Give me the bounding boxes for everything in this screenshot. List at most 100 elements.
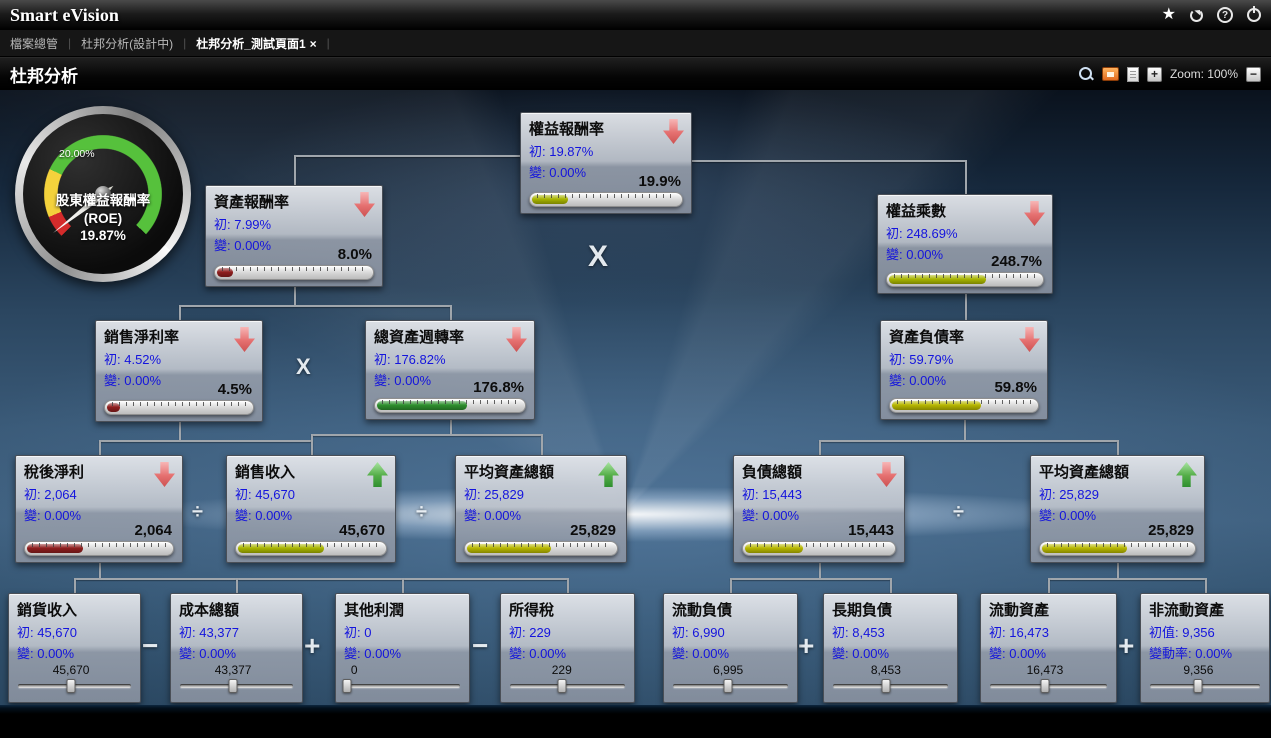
node-equity-multiplier[interactable]: 權益乘數 初: 248.69% 變: 0.00% 248.7% [877, 194, 1053, 294]
zoom-in-button[interactable]: + [1146, 66, 1162, 82]
refresh-icon[interactable] [1190, 8, 1203, 22]
node-change-value: 變: 0.00% [742, 508, 800, 523]
connector-line [99, 440, 101, 455]
progress-fill [377, 401, 467, 410]
progress-bar [742, 541, 896, 556]
slider-handle[interactable] [1193, 679, 1203, 693]
node-debt-ratio[interactable]: 資產負債率 初: 59.79% 變: 0.00% 59.8% [880, 320, 1048, 420]
node-roe[interactable]: 權益報酬率 初: 19.87% 變: 0.00% 19.9% [520, 112, 692, 214]
topbar-icons: ★ ? [1162, 7, 1261, 23]
node-init-value: 初: 43,377 [179, 625, 239, 640]
slider-handle[interactable] [723, 679, 733, 693]
connector-line [965, 294, 967, 320]
value-slider[interactable] [1150, 679, 1260, 693]
node-avg-total-assets-1[interactable]: 平均資產總額 初: 25,829 變: 0.00% 25,829 [455, 455, 627, 563]
progress-bar [104, 400, 254, 415]
node-non-current-assets[interactable]: 非流動資產 初值: 9,356 變動率: 0.00% 9,356 [1140, 593, 1270, 703]
gauge-subtitle: (ROE) [83, 210, 123, 226]
value-slider[interactable] [180, 679, 293, 693]
progress-fill [745, 544, 803, 553]
connector-line [311, 434, 541, 436]
value-slider[interactable] [342, 679, 460, 693]
help-icon[interactable]: ? [1217, 7, 1233, 23]
slider-area: 16,473 [990, 663, 1107, 695]
node-init-value: 初: 45,670 [235, 487, 295, 502]
connector-line [964, 420, 966, 440]
slider-value-label: 9,356 [1183, 663, 1214, 677]
node-total-cost[interactable]: 成本總額 初: 43,377 變: 0.00% 43,377 [170, 593, 303, 703]
value-slider[interactable] [18, 679, 131, 693]
node-avg-total-assets-2[interactable]: 平均資產總額 初: 25,829 變: 0.00% 25,829 [1030, 455, 1205, 563]
progress-bar [886, 272, 1044, 287]
export-slideshow-icon[interactable] [1101, 67, 1119, 81]
node-change-value: 變: 0.00% [179, 646, 237, 661]
tab-close-icon[interactable]: × [309, 36, 317, 51]
slider-value-label: 16,473 [1026, 663, 1064, 677]
power-icon[interactable] [1247, 8, 1261, 22]
operator-multiply: X [588, 240, 609, 273]
node-title: 流動負債 [672, 602, 733, 619]
ruler-ticks [32, 543, 166, 547]
favorite-star-icon[interactable]: ★ [1161, 6, 1176, 23]
slider-handle[interactable] [228, 679, 238, 693]
tab-file-explorer[interactable]: 檔案總管 [10, 36, 59, 51]
connector-line [1048, 578, 1205, 580]
zoom-out-button[interactable]: − [1246, 66, 1261, 82]
node-roa[interactable]: 資產報酬率 初: 7.99% 變: 0.00% 8.0% [205, 185, 383, 287]
connector-line [74, 578, 567, 580]
node-change-value: 變: 0.00% [17, 646, 75, 661]
node-init-value: 初: 8,453 [832, 625, 885, 640]
page-title: 杜邦分析 [10, 66, 78, 86]
node-init-value: 初: 2,064 [24, 487, 77, 502]
node-other-profit[interactable]: 其他利潤 初: 0 變: 0.00% 0 [335, 593, 470, 703]
value-slider[interactable] [833, 679, 948, 693]
node-current-value: 25,829 [570, 522, 616, 539]
ruler-ticks [1047, 543, 1188, 547]
node-income-tax[interactable]: 所得稅 初: 229 變: 0.00% 229 [500, 593, 635, 703]
connector-line [819, 440, 1117, 442]
node-change-value: 變: 0.00% [989, 646, 1047, 661]
ruler-ticks [894, 274, 1036, 278]
slider-value-label: 8,453 [870, 663, 901, 677]
ruler-ticks [222, 267, 366, 271]
node-change-value: 變: 0.00% [672, 646, 730, 661]
node-title: 資產報酬率 [214, 194, 290, 211]
app-title: Smart eVision [10, 4, 119, 25]
value-slider[interactable] [673, 679, 788, 693]
tab-dupont-test-page[interactable]: 杜邦分析_測試頁面1× [196, 35, 316, 52]
slider-handle[interactable] [881, 679, 891, 693]
slider-area: 229 [510, 663, 625, 695]
connector-line [99, 563, 101, 578]
slider-handle[interactable] [1040, 679, 1050, 693]
node-sales-revenue[interactable]: 銷售收入 初: 45,670 變: 0.00% 45,670 [226, 455, 396, 563]
slider-handle[interactable] [342, 679, 352, 693]
slider-handle[interactable] [557, 679, 567, 693]
node-title: 權益報酬率 [529, 121, 605, 138]
document-icon[interactable] [1126, 66, 1139, 82]
node-sales-income[interactable]: 銷貨收入 初: 45,670 變: 0.00% 45,670 [8, 593, 141, 703]
tab-dupont-design[interactable]: 杜邦分析(設計中) [81, 36, 174, 51]
node-total-liabilities[interactable]: 負債總額 初: 15,443 變: 0.00% 15,443 [733, 455, 905, 563]
node-current-liabilities[interactable]: 流動負債 初: 6,990 變: 0.00% 6,995 [663, 593, 798, 703]
slider-handle[interactable] [66, 679, 76, 693]
node-init-value: 初: 248.69% [886, 226, 958, 241]
node-net-profit-margin[interactable]: 銷售淨利率 初: 4.52% 變: 0.00% 4.5% [95, 320, 263, 422]
node-init-value: 初: 4.52% [104, 352, 162, 367]
value-slider[interactable] [990, 679, 1107, 693]
progress-bar [529, 192, 683, 207]
node-title: 負債總額 [742, 464, 803, 481]
value-slider[interactable] [510, 679, 625, 693]
connector-line [1048, 578, 1050, 593]
tab-separator: | [183, 36, 187, 50]
node-net-income[interactable]: 稅後淨利 初: 2,064 變: 0.00% 2,064 [15, 455, 183, 563]
node-long-term-liabilities[interactable]: 長期負債 初: 8,453 變: 0.00% 8,453 [823, 593, 958, 703]
node-title: 非流動資產 [1149, 602, 1225, 619]
progress-bar [374, 398, 526, 413]
node-title: 銷售淨利率 [104, 329, 180, 346]
zoom-search-icon[interactable] [1078, 66, 1094, 82]
node-current-assets[interactable]: 流動資產 初: 16,473 變: 0.00% 16,473 [980, 593, 1117, 703]
progress-fill [467, 544, 551, 553]
node-current-value: 19.9% [638, 173, 681, 190]
node-asset-turnover[interactable]: 總資產週轉率 初: 176.82% 變: 0.00% 176.8% [365, 320, 535, 420]
node-current-value: 45,670 [339, 522, 385, 539]
